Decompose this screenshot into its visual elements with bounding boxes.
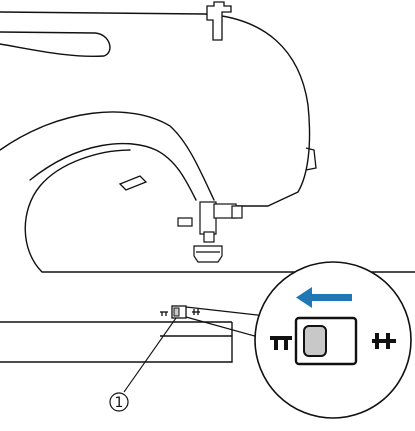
callout-number: 1 xyxy=(115,395,124,411)
machine-arm-outline xyxy=(0,11,311,207)
feed-dogs-raised-icon xyxy=(372,333,396,349)
thread-guide xyxy=(206,1,232,41)
switch-slider[interactable] xyxy=(303,325,327,357)
feed-dogs-lowered-icon xyxy=(270,336,292,350)
callout-1: 1 xyxy=(109,392,129,412)
feed-dogs-raised-icon-small xyxy=(192,309,200,315)
side-knob xyxy=(305,147,317,171)
needle-area xyxy=(177,201,243,263)
presser-foot-lever xyxy=(118,175,148,191)
bed-section xyxy=(0,321,233,363)
zoom-leader-lines xyxy=(185,306,267,339)
feed-dogs-lowered-icon xyxy=(160,311,168,316)
arm-groove xyxy=(0,31,111,58)
arm-lower-curve xyxy=(0,111,215,201)
sewing-machine-body xyxy=(0,11,311,273)
arrow-left-icon xyxy=(296,287,352,308)
arm-inner-curve xyxy=(29,142,197,201)
feed-dog-position-switch[interactable] xyxy=(160,305,200,319)
free-arm-curve xyxy=(24,149,131,273)
callout-leader xyxy=(123,317,177,393)
zoom-inset xyxy=(254,261,412,419)
callout-circle xyxy=(109,392,129,412)
switch-slider-small[interactable] xyxy=(173,307,180,317)
